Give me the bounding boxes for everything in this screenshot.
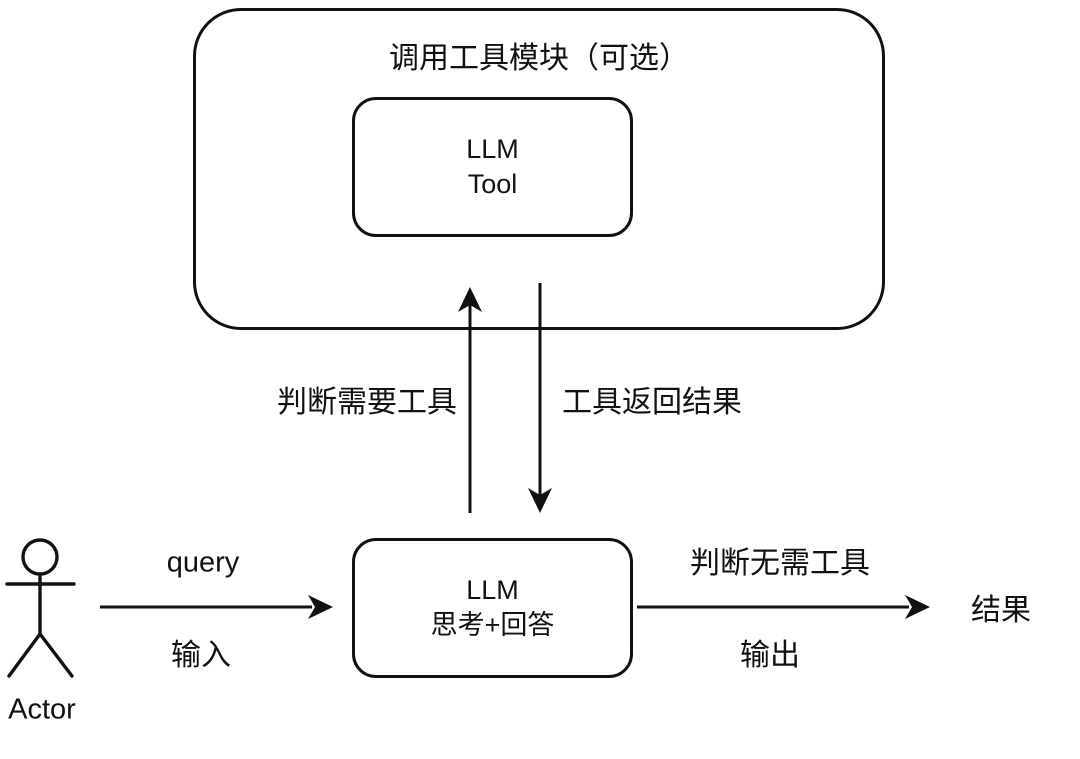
input-label: 输入: [171, 639, 231, 672]
tool-module-box: [193, 8, 885, 330]
llm-answer-box-text: LLM 思考+回答: [355, 573, 630, 643]
llm-tool-box-line2: Tool: [467, 169, 518, 199]
query-arrow: [100, 595, 333, 619]
llm-tool-box-line1: LLM: [466, 134, 519, 164]
tool-module-title: 调用工具模块（可选）: [389, 42, 689, 75]
llm-answer-box: LLM 思考+回答: [352, 538, 633, 678]
actor-label: Actor: [8, 693, 76, 726]
need-tool-label: 判断需要工具: [277, 386, 457, 419]
actor-icon: [5, 538, 76, 678]
no-tool-label: 判断无需工具: [690, 547, 870, 580]
llm-tool-box: LLM Tool: [352, 97, 633, 237]
llm-answer-box-line2: 思考+回答: [430, 610, 555, 640]
output-arrow: [637, 595, 930, 619]
query-label: query: [166, 546, 240, 579]
tool-result-label: 工具返回结果: [562, 386, 742, 419]
llm-tool-box-text: LLM Tool: [355, 132, 630, 202]
result-label: 结果: [971, 594, 1031, 627]
llm-answer-box-line1: LLM: [466, 575, 519, 605]
output-label: 输出: [740, 639, 800, 672]
